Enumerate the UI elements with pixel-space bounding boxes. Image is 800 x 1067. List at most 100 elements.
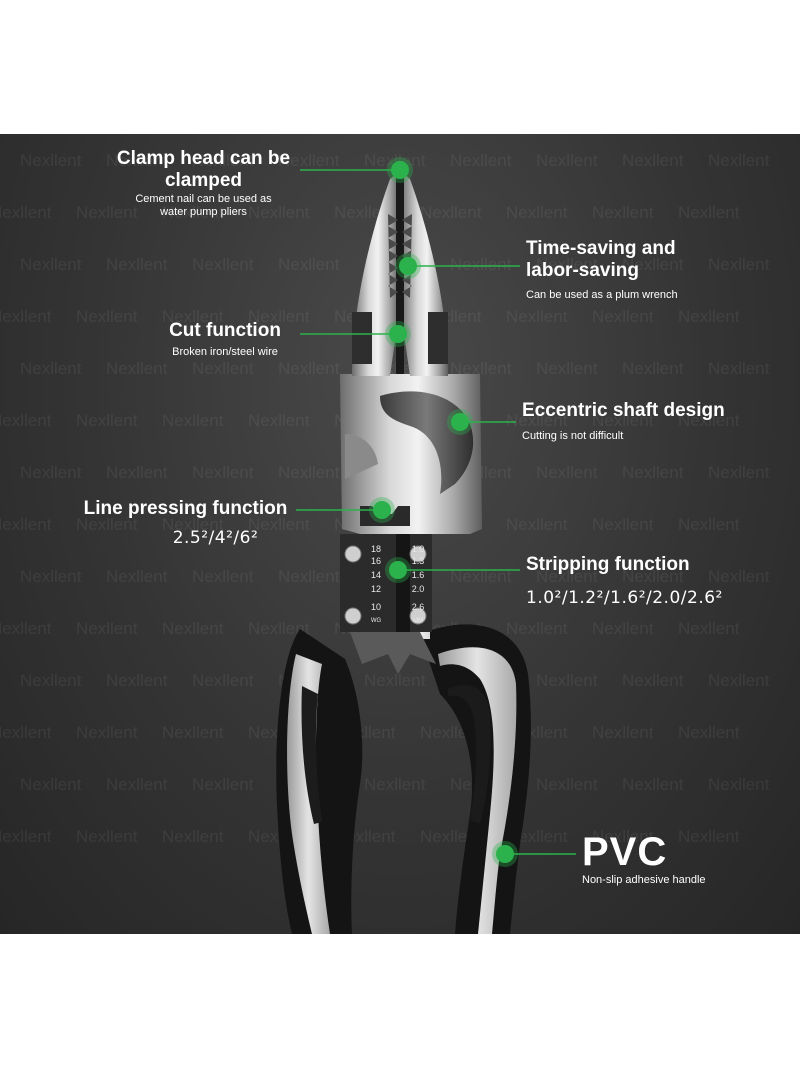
watermark-text: Nexllent [536, 255, 598, 274]
watermark-text: Nexllent [708, 567, 770, 586]
watermark-text: Nexllent [592, 307, 654, 326]
watermark-text: Nexllent [536, 567, 598, 586]
watermark-text: Nexllent [622, 671, 684, 690]
cut-function-title: Cut function [169, 320, 281, 341]
watermark-text: Nexllent [0, 723, 52, 742]
watermark-text: Nexllent [162, 515, 224, 534]
watermark-text: Nexllent [622, 567, 684, 586]
watermark-text: Nexllent [20, 255, 82, 274]
watermark-text: Nexllent [622, 359, 684, 378]
line-pressing-callout: Line pressing function 2.5²/4²/6² [78, 498, 293, 548]
watermark-text: Nexllent [678, 619, 740, 638]
watermark-text: Nexllent [708, 151, 770, 170]
watermark-text: Nexllent [506, 307, 568, 326]
watermark-text: Nexllent [364, 775, 426, 794]
callout-layer [296, 157, 576, 867]
watermark-text: Nexllent [20, 567, 82, 586]
clamp-head-callout: Clamp head can be clamped Cement nail ca… [96, 148, 311, 219]
pvc-callout: PVC Non-slip adhesive handle [582, 832, 762, 887]
watermark-text: Nexllent [192, 359, 254, 378]
watermark-text: Nexllent [106, 671, 168, 690]
eccentric-shaft [380, 391, 474, 494]
callout-dot [391, 161, 409, 179]
callout-dot [496, 845, 514, 863]
watermark-text: Nexllent [162, 723, 224, 742]
watermark-text: Nexllent [622, 151, 684, 170]
watermark-text: Nexllent [20, 151, 82, 170]
watermark-text: Nexllent [678, 723, 740, 742]
watermark-text: Nexllent [592, 515, 654, 534]
watermark-text: Nexllent [536, 671, 598, 690]
watermark-text: Nexllent [708, 775, 770, 794]
line-pressing-sizes: 2.5²/4²/6² [172, 528, 259, 548]
watermark-text: Nexllent [708, 671, 770, 690]
watermark-text: Nexllent [450, 255, 512, 274]
watermark-text: Nexllent [0, 619, 52, 638]
scale-tick-label: 2.6 [412, 602, 425, 612]
scale-unit-label: MM [413, 618, 423, 624]
watermark-text: Nexllent [106, 151, 168, 170]
watermark-text: Nexllent [278, 359, 340, 378]
watermark-text: Nexllent [248, 619, 310, 638]
cut-function-callout: Cut function Broken iron/steel wire [150, 320, 300, 359]
watermark-text: Nexllent [278, 255, 340, 274]
watermark-text: Nexllent [76, 827, 138, 846]
callout-dot [451, 413, 469, 431]
line-pressing-title: Line pressing function [83, 498, 288, 519]
scale-tick-label: 2.0 [412, 584, 425, 594]
watermark-text: Nexllent [76, 203, 138, 222]
mm-scale: 1.01.31.62.02.6MM [412, 544, 425, 624]
watermark-text: Nexllent [278, 567, 340, 586]
watermark-text: Nexllent [0, 307, 52, 326]
watermark-text: Nexllent [678, 203, 740, 222]
scale-tick-label: 18 [371, 544, 381, 554]
watermark-text: Nexllent [76, 411, 138, 430]
callout-dot [373, 501, 391, 519]
watermark-text: Nexllent [708, 359, 770, 378]
watermark-text: Nexllent [248, 203, 310, 222]
stripping-title: Stripping function [526, 554, 690, 575]
watermark-text: Nexllent [20, 463, 82, 482]
watermark-text: Nexllent [106, 567, 168, 586]
watermark-text: Nexllent [106, 463, 168, 482]
scale-tick-label: 12 [371, 584, 381, 594]
scale-tick-label: 1.0 [412, 544, 425, 554]
watermark-text: Nexllent [76, 515, 138, 534]
watermark-text: Nexllent [364, 151, 426, 170]
watermark-text: Nexllent [678, 827, 740, 846]
callout-dot [389, 325, 407, 343]
watermark-text: Nexllent [106, 255, 168, 274]
watermark-text: Nexllent [592, 203, 654, 222]
stripping-sizes: 1.0²/1.2²/1.6²/2.0/2.6² [526, 588, 723, 608]
watermark-text: Nexllent [106, 359, 168, 378]
cutter-edge [352, 312, 448, 364]
watermark-text: Nexllent [536, 775, 598, 794]
watermark-text: Nexllent [450, 151, 512, 170]
pvc-title: PVC [582, 830, 668, 874]
screw-icon [344, 545, 362, 563]
watermark-text: Nexllent [678, 411, 740, 430]
watermark-text: Nexllent [162, 827, 224, 846]
time-saving-subtitle: Can be used as a plum wrench [526, 289, 678, 301]
watermark-text: Nexllent [622, 463, 684, 482]
time-saving-callout: Time-saving and labor-saving Can be used… [526, 238, 706, 302]
watermark-text: Nexllent [536, 463, 598, 482]
jaws [352, 174, 448, 376]
watermark-text: Nexllent [506, 619, 568, 638]
watermark-text: Nexllent [708, 255, 770, 274]
watermark-text: Nexllent [106, 775, 168, 794]
scale-tick-label: 10 [371, 602, 381, 612]
screw-icon [409, 545, 427, 563]
left-handle [276, 629, 363, 934]
watermark-text: Nexllent [76, 723, 138, 742]
cut-function-subtitle: Broken iron/steel wire [172, 346, 278, 358]
jaw-teeth [388, 214, 398, 298]
watermark-text: Nexllent [248, 307, 310, 326]
watermark-text: Nexllent [192, 463, 254, 482]
watermark-text: Nexllent [450, 567, 512, 586]
watermark-text: Nexllent [0, 827, 52, 846]
watermark-text: Nexllent [20, 671, 82, 690]
clamp-head-title: Clamp head can be clamped [116, 148, 291, 191]
